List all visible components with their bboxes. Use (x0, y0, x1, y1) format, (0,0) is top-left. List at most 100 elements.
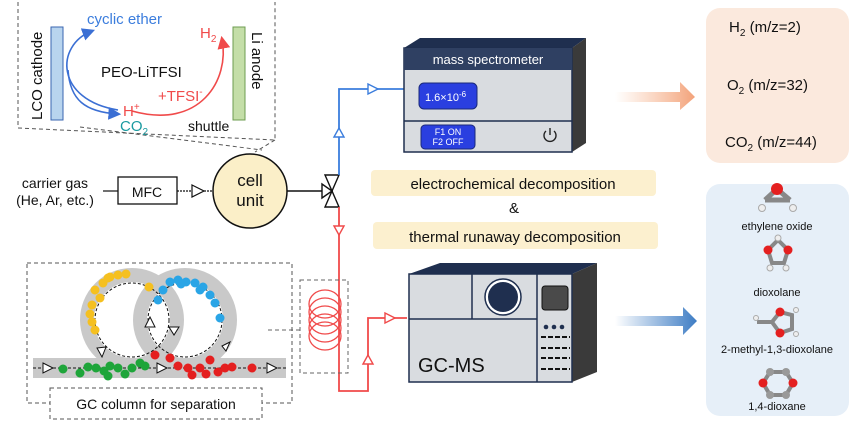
mfc-box[interactable] (117, 176, 178, 205)
analyte-molecule-dot (201, 369, 211, 379)
h2-arrow (131, 35, 231, 116)
gc-column-label: GC column for separation (76, 396, 236, 412)
analyte-molecule-dot (121, 269, 131, 279)
gc-ms-instrument[interactable] (408, 263, 597, 383)
anode-label: Li anode (248, 32, 265, 90)
analyte-molecule-dot (87, 300, 97, 310)
filament-status-button[interactable] (420, 124, 476, 150)
coil-box (299, 279, 349, 374)
battery-inset (17, 2, 276, 153)
electrochemical-highlight (371, 170, 656, 196)
ampersand-label: & (509, 200, 519, 217)
carrier-gas-examples: (He, Ar, etc.) (16, 192, 94, 208)
tfsi-label: +TFSI- (158, 87, 203, 105)
analyte-molecule-dot (85, 309, 95, 319)
cathode-electrode (50, 26, 64, 121)
analyte-molecule-dot (195, 363, 205, 373)
thermal-highlight (373, 222, 658, 249)
flow-arrow-icon (191, 184, 206, 198)
analyte-molecule-dot (58, 364, 68, 374)
analyte-molecule-dot (153, 295, 163, 305)
analyte-molecule-dot (105, 361, 115, 371)
analyte-molecule-dot (195, 285, 205, 295)
analyte-molecule-dot (140, 361, 150, 371)
cell-label: cell (237, 171, 263, 190)
analyte-molecule-dot (83, 362, 93, 372)
gcms-label: GC-MS (418, 355, 485, 377)
analyte-molecule-dot (247, 363, 257, 373)
analyte-molecule-dot (215, 313, 225, 323)
ethylene-oxide-molecule-icon (758, 183, 797, 212)
electrochemical-label: electrochemical decomposition (410, 176, 615, 193)
analyte-molecule-dot (205, 355, 215, 365)
gc-column-illustration (33, 268, 286, 381)
analyte-molecule-dot (205, 290, 215, 300)
three-way-valve-icon[interactable] (321, 174, 341, 208)
analyte-molecule-dot (165, 353, 175, 363)
analyte-molecule-dot (150, 350, 160, 360)
analyte-molecule-dot (113, 363, 123, 373)
mass-spectrometer[interactable] (403, 38, 586, 153)
analyte-molecule-dot (176, 279, 186, 289)
gc-product-methyl-dioxolane: 2-methyl-1,3-dioxolane (721, 344, 833, 356)
ms-reading-display (418, 82, 478, 110)
gc-column-label-box (49, 387, 263, 420)
analyte-molecule-dot (183, 363, 193, 373)
gc-product-dioxolane: dioxolane (753, 287, 800, 299)
gc-product-ethylene-oxide: ethylene oxide (742, 221, 813, 233)
methyl-dioxolane-molecule-icon (753, 307, 799, 338)
analyte-molecule-dot (90, 285, 100, 295)
analyte-molecule-dot (113, 270, 123, 280)
analyte-molecule-dot (75, 368, 85, 378)
analyte-molecule-dot (120, 369, 130, 379)
ms-result-arrow (615, 82, 695, 110)
analyte-molecule-dot (91, 363, 101, 373)
filament-1-status: F1 ON (435, 127, 462, 137)
gc-products-panel (706, 184, 849, 416)
power-icon[interactable] (543, 128, 557, 143)
ms-product-o2: O2 (m/z=32) (727, 77, 808, 97)
ms-products-panel (706, 8, 849, 163)
thermal-runaway-label: thermal runaway decomposition (409, 229, 621, 246)
co2-label: CO2 (120, 118, 149, 138)
co2-arrow (67, 69, 122, 120)
heating-coil-icon (308, 289, 342, 351)
analyte-molecule-dot (190, 278, 200, 288)
flow-arrow-icon (332, 126, 346, 138)
analyte-molecule-dot (210, 298, 220, 308)
mfc-label: MFC (132, 184, 162, 200)
filament-2-status: F2 OFF (433, 137, 465, 147)
carrier-gas-label: carrier gas (22, 175, 88, 191)
h-plus-label: H+ (123, 102, 140, 120)
analyte-molecule-dot (158, 285, 168, 295)
inset-connector (254, 139, 276, 153)
analyte-molecule-dot (213, 367, 223, 377)
analyte-molecule-dot (173, 361, 183, 371)
cyclic-ether-label: cyclic ether (87, 11, 162, 28)
analyte-molecule-dot (165, 277, 175, 287)
inset-connector-2 (79, 126, 263, 151)
analyte-molecule-dot (103, 273, 113, 283)
flow-arrow-icon (332, 225, 346, 237)
analyte-molecule-dot (103, 371, 113, 381)
gc-product-dioxane: 1,4-dioxane (748, 401, 806, 413)
analyte-molecule-dot (227, 362, 237, 372)
electrolyte-label: PEO-LiTFSI (101, 64, 182, 81)
cathode-label: LCO cathode (29, 32, 46, 120)
flow-arrow-icon (367, 82, 380, 96)
ms-reading: 1.6×10-6 (425, 90, 467, 104)
inset-border (17, 2, 276, 141)
shuttle-label: shuttle (188, 118, 229, 134)
dioxane-molecule-icon (758, 368, 798, 399)
flow-arrow-icon (384, 311, 397, 325)
ms-product-co2: CO2 (m/z=44) (725, 134, 817, 154)
ms-product-h2: H2 (m/z=2) (729, 19, 801, 39)
flow-arrow-icon (361, 353, 375, 365)
dioxolane-molecule-icon (763, 234, 793, 272)
h2-label: H2 (200, 25, 217, 45)
analyte-molecule-dot (144, 282, 154, 292)
ms-title: mass spectrometer (433, 52, 544, 67)
gc-result-arrow (615, 307, 697, 335)
unit-label: unit (236, 191, 264, 210)
